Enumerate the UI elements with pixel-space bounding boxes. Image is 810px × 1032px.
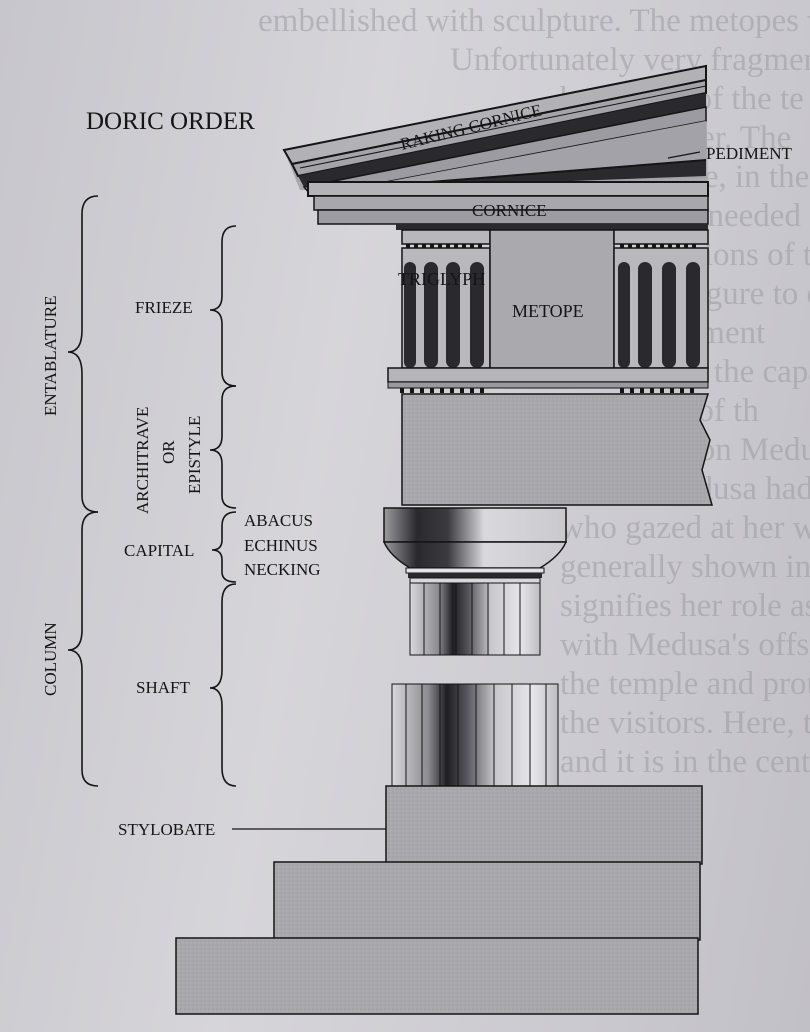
bleed-line: and it is in the center of the pediment,…: [560, 744, 810, 780]
triglyph-right: [613, 229, 709, 369]
triglyph: [401, 229, 491, 369]
metope-label: METOPE: [512, 301, 584, 321]
shaft-lower: [391, 683, 559, 789]
bleed-line: with Medusa's offspring. Together, they …: [560, 627, 810, 663]
metope: [489, 229, 615, 369]
stylobate: [385, 785, 703, 865]
column-brace: [67, 511, 99, 787]
step-bottom: [175, 937, 699, 1015]
or-label: OR: [159, 440, 178, 464]
frieze-label: FRIEZE: [135, 298, 193, 317]
bleed-line: generally shown in the pediment with a: [560, 549, 810, 585]
bleed-line: Unfortunately very fragmentary today: [450, 42, 810, 78]
architrave-label: ARCHITRAVE: [133, 407, 152, 514]
pediment-leader: [667, 151, 701, 159]
stylobate-label: STYLOBATE: [118, 820, 215, 839]
necking-label: NECKING: [244, 560, 321, 579]
step-middle: [273, 861, 701, 941]
entablature-brace: [67, 195, 99, 513]
echinus-label: ECHINUS: [244, 536, 318, 555]
triglyph-label: TRIGLYPH: [398, 269, 485, 289]
diagram-title: DORIC ORDER: [86, 108, 255, 135]
bleed-line: who gazed at her was turned into stone. …: [560, 510, 810, 546]
architrave-brace: [209, 385, 237, 509]
pediment-label: PEDIMENT: [706, 144, 793, 163]
shaft-brace: [209, 583, 237, 787]
taenia: [387, 367, 709, 393]
bleed-line: the visitors. Here, the typical detail o…: [560, 705, 810, 741]
column-label: COLUMN: [41, 622, 60, 696]
epistyle-label: EPISTYLE: [185, 416, 204, 494]
entablature-label: ENTABLATURE: [41, 296, 60, 416]
shaft-label: SHAFT: [136, 678, 190, 697]
shaft-upper: [409, 582, 541, 656]
capital-label: CAPITAL: [124, 541, 194, 560]
capital-brace: [211, 511, 237, 583]
cornice: [307, 181, 709, 230]
architrave: [401, 393, 713, 506]
bleed-line: signifies her role as a winged creature,…: [560, 588, 810, 624]
bleed-line: embellished with sculpture. The metopes …: [258, 3, 810, 39]
cornice-label: CORNICE: [472, 201, 547, 220]
bleed-line: the temple and protect it from the hosti…: [560, 666, 810, 702]
capital: [382, 507, 568, 584]
frieze-brace: [209, 225, 237, 387]
abacus-label: ABACUS: [244, 511, 313, 530]
